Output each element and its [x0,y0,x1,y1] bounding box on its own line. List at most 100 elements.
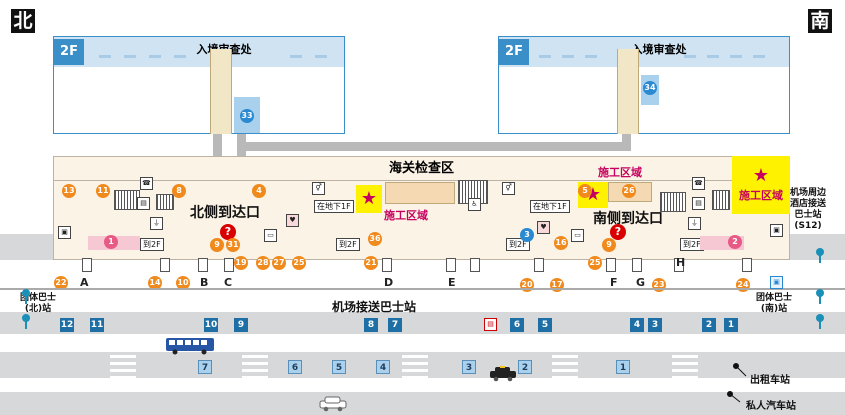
customs-area: 海关检查区 [54,157,789,181]
restroom-icon: ⚥ [312,182,325,195]
gate-a: A [80,276,89,289]
bus-stop-4[interactable]: 4 [630,318,644,332]
wheelchair-icon: ♿ [468,198,481,211]
immigration-south-title: 入境审查处 [631,43,687,56]
escalator-4 [660,192,686,212]
crosswalk-2 [242,334,268,378]
bench-icon-2: ▭ [571,229,584,242]
spot-10[interactable]: 10 [176,276,190,290]
to-2f-1: 到2F [140,238,164,251]
spot-11[interactable]: 11 [96,184,110,198]
bus-station-title: 机场接送巴士站 [332,300,417,314]
spot-26[interactable]: 26 [622,184,636,198]
aed-icon-2: ♥ [537,221,550,234]
bus-icon [166,338,214,355]
bus-stop-9[interactable]: 9 [234,318,248,332]
corridor-south [617,49,639,134]
spot-27[interactable]: 27 [272,256,286,270]
gate-h: H [676,256,686,269]
private-car-label: 私人汽车站 [746,401,796,412]
lower-stop-1[interactable]: 1 [616,360,630,374]
bus-stop-2[interactable]: 2 [702,318,716,332]
corridor-north [210,49,232,134]
crosswalk-1 [110,334,136,378]
spot-22[interactable]: 22 [54,276,68,290]
info-question-icon: ? [220,224,236,240]
spot-31[interactable]: 31 [226,238,240,252]
bus-stop-11[interactable]: 11 [90,318,104,332]
to-2f-2: 到2F [336,238,360,251]
crosswalk-4 [552,334,578,378]
spot-9-south[interactable]: 9 [602,238,616,252]
gate-d: D [384,276,394,289]
floor-2f-north-label: 2F [54,39,84,65]
luggage-icon: ▣ [58,226,71,239]
road-south-stub [790,234,845,260]
aed-icon: ♥ [286,214,299,227]
crosswalk-3 [402,334,428,378]
stand-34-marker: 34 [643,81,657,95]
stand-33-marker: 33 [240,109,254,123]
lower-stop-4[interactable]: 4 [376,360,390,374]
bus-stop-6[interactable]: 6 [510,318,524,332]
lower-stop-2[interactable]: 2 [518,360,532,374]
escalator-5 [712,190,730,210]
shop-block-north [385,182,455,204]
floor-2f-south-label: 2F [499,39,529,65]
crosswalk-5 [672,334,698,378]
lower-stop-6[interactable]: 6 [288,360,302,374]
spot-19[interactable]: 19 [234,256,248,270]
taxi-stand-label: 出租车站 [750,375,790,386]
spot-1-pink[interactable]: 1 [104,235,118,249]
atm-icon: ▤ [137,197,150,210]
spot-36[interactable]: 36 [368,232,382,246]
south-badge: 南 [808,9,832,33]
spot-3-blue[interactable]: 3 [520,228,534,242]
hotel-shuttle-stop: 机场周边 酒店接送 巴士站 (S12) [790,188,827,231]
bus-stop-1[interactable]: 1 [724,318,738,332]
to-b1f-south: 在地下1F [530,200,570,213]
power-icon: ⏚ [150,217,163,230]
spot-5[interactable]: 5 [578,184,592,198]
construction-north: ★ [356,185,382,213]
spot-21[interactable]: 21 [364,256,378,270]
bench-icon: ▭ [264,229,277,242]
spot-14[interactable]: 14 [148,276,162,290]
spot-16[interactable]: 16 [554,236,568,250]
bus-stop-10[interactable]: 10 [204,318,218,332]
restroom-icon-2: ⚥ [502,182,515,195]
north-badge: 北 [11,9,35,33]
spot-4[interactable]: 4 [252,184,266,198]
gate-f: F [610,276,618,289]
gate-g: G [636,276,646,289]
gate-e: E [448,276,456,289]
spot-28[interactable]: 28 [256,256,270,270]
car-icon [319,396,347,412]
spot-25-south[interactable]: 25 [588,256,602,270]
bus-ticket-icon: ▤ [484,318,497,331]
lower-stop-5[interactable]: 5 [332,360,346,374]
bus-stop-3[interactable]: 3 [648,318,662,332]
group-bus-north: 团体巴士 (北)站 [20,293,57,314]
bus-stop-8[interactable]: 8 [364,318,378,332]
spot-9-north[interactable]: 9 [210,238,224,252]
spot-2-pink[interactable]: 2 [728,235,742,249]
bus-stop-5[interactable]: 5 [538,318,552,332]
lower-stop-7[interactable]: 7 [198,360,212,374]
spot-13[interactable]: 13 [62,184,76,198]
shuttle-bus-icon: ▣ [770,276,783,289]
north-exit-label: 北侧到达口 [190,205,260,221]
south-exit-label: 南侧到达口 [593,211,663,227]
bus-stop-7[interactable]: 7 [388,318,402,332]
spot-25-north[interactable]: 25 [292,256,306,270]
gate-b: B [200,276,209,289]
to-b1f-north: 在地下1F [314,200,354,213]
lower-stop-3[interactable]: 3 [462,360,476,374]
bus-stop-12[interactable]: 12 [60,318,74,332]
info-question-icon-2: ? [610,224,626,240]
star-icon: ★ [752,165,770,186]
spot-8[interactable]: 8 [172,184,186,198]
construction-east: ★ 施工区域 [732,156,790,214]
